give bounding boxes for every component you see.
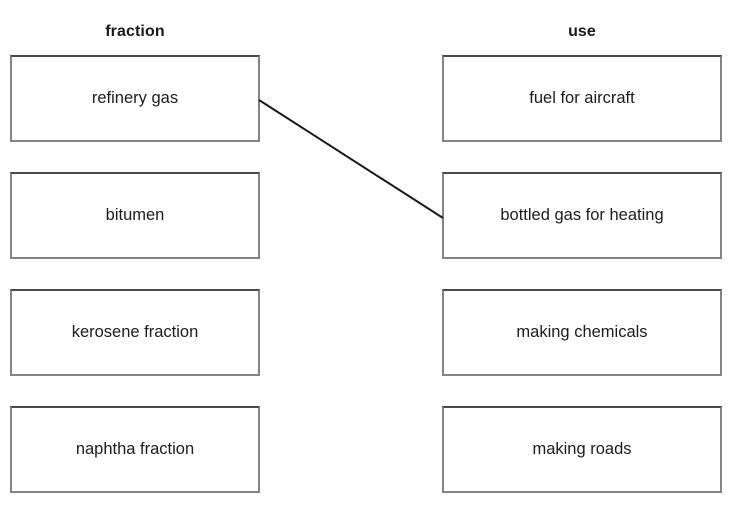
right-option-box-1[interactable]: bottled gas for heating bbox=[442, 172, 722, 259]
right-option-label-2: making chemicals bbox=[516, 322, 648, 341]
left-option-box-0[interactable]: refinery gas bbox=[10, 55, 260, 142]
column-header-fraction: fraction bbox=[105, 23, 165, 40]
right-option-label-1: bottled gas for heating bbox=[500, 205, 664, 224]
left-option-label-1: bitumen bbox=[105, 205, 165, 224]
left-option-box-3[interactable]: naphtha fraction bbox=[10, 406, 260, 493]
right-option-box-2[interactable]: making chemicals bbox=[442, 289, 722, 376]
right-option-box-0[interactable]: fuel for aircraft bbox=[442, 55, 722, 142]
left-option-label-3: naphtha fraction bbox=[75, 439, 195, 458]
right-option-box-3[interactable]: making roads bbox=[442, 406, 722, 493]
right-option-label-0: fuel for aircraft bbox=[529, 88, 635, 107]
left-option-label-2: kerosene fraction bbox=[71, 322, 199, 341]
left-option-box-2[interactable]: kerosene fraction bbox=[10, 289, 260, 376]
left-option-box-1[interactable]: bitumen bbox=[10, 172, 260, 259]
connector-line-refinery-gas-to-bottled-gas[interactable] bbox=[258, 99, 444, 219]
column-header-use: use bbox=[568, 23, 596, 40]
left-option-label-0: refinery gas bbox=[91, 88, 179, 107]
right-option-label-3: making roads bbox=[532, 439, 632, 458]
